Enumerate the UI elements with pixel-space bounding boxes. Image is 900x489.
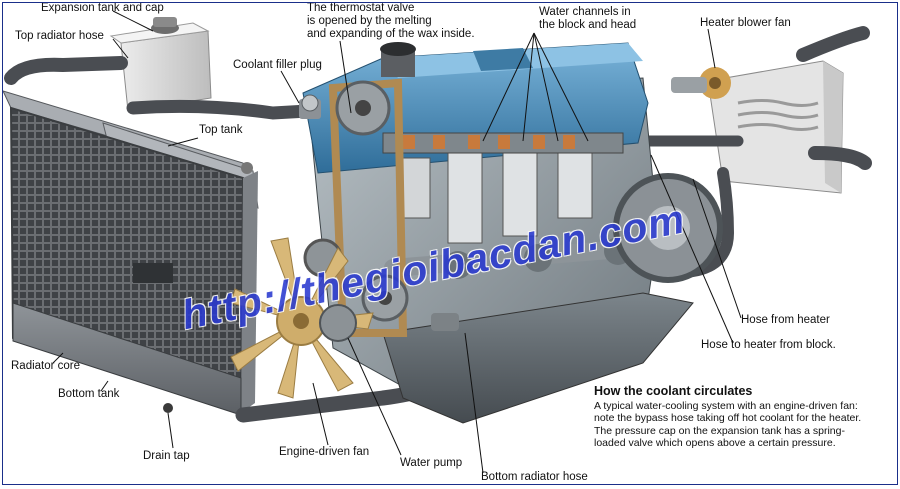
- caption-title: How the coolant circulates: [594, 384, 753, 398]
- label-hose-to-heater: Hose to heater from block.: [701, 339, 836, 351]
- label-heater-blower-fan: Heater blower fan: [700, 17, 791, 29]
- label-drain-tap: Drain tap: [143, 450, 190, 462]
- caption-body: A typical water-cooling system with an e…: [594, 400, 862, 449]
- caption: How the coolant circulates A typical wat…: [594, 384, 869, 449]
- label-bottom-tank: Bottom tank: [58, 388, 120, 400]
- heater-unit: [707, 26, 872, 194]
- water-pump: [319, 304, 459, 342]
- label-radiator-core: Radiator core: [11, 360, 81, 372]
- label-expansion-tank: Expansion tank and cap: [41, 2, 164, 14]
- top-radiator-hose: [4, 56, 128, 85]
- label-top-radiator-hose: Top radiator hose: [15, 30, 104, 42]
- label-water-channels: Water channels in the block and head: [539, 6, 637, 31]
- expansion-tank: [109, 17, 212, 112]
- label-water-pump: Water pump: [400, 457, 463, 469]
- label-coolant-filler-plug: Coolant filler plug: [233, 59, 322, 71]
- label-top-tank: Top tank: [199, 124, 243, 136]
- label-thermostat: The thermostat valve is opened by the me…: [307, 2, 475, 40]
- coolant-filler-plug: [299, 94, 321, 119]
- label-bottom-radiator-hose: Bottom radiator hose: [481, 471, 588, 483]
- leader-lines: [52, 10, 742, 474]
- radiator: [3, 90, 259, 416]
- heater-blower-fan: [671, 67, 731, 99]
- label-hose-from-heater: Hose from heater: [741, 314, 830, 326]
- label-engine-driven-fan: Engine-driven fan: [279, 446, 370, 458]
- cooling-system-illustration: [3, 10, 872, 474]
